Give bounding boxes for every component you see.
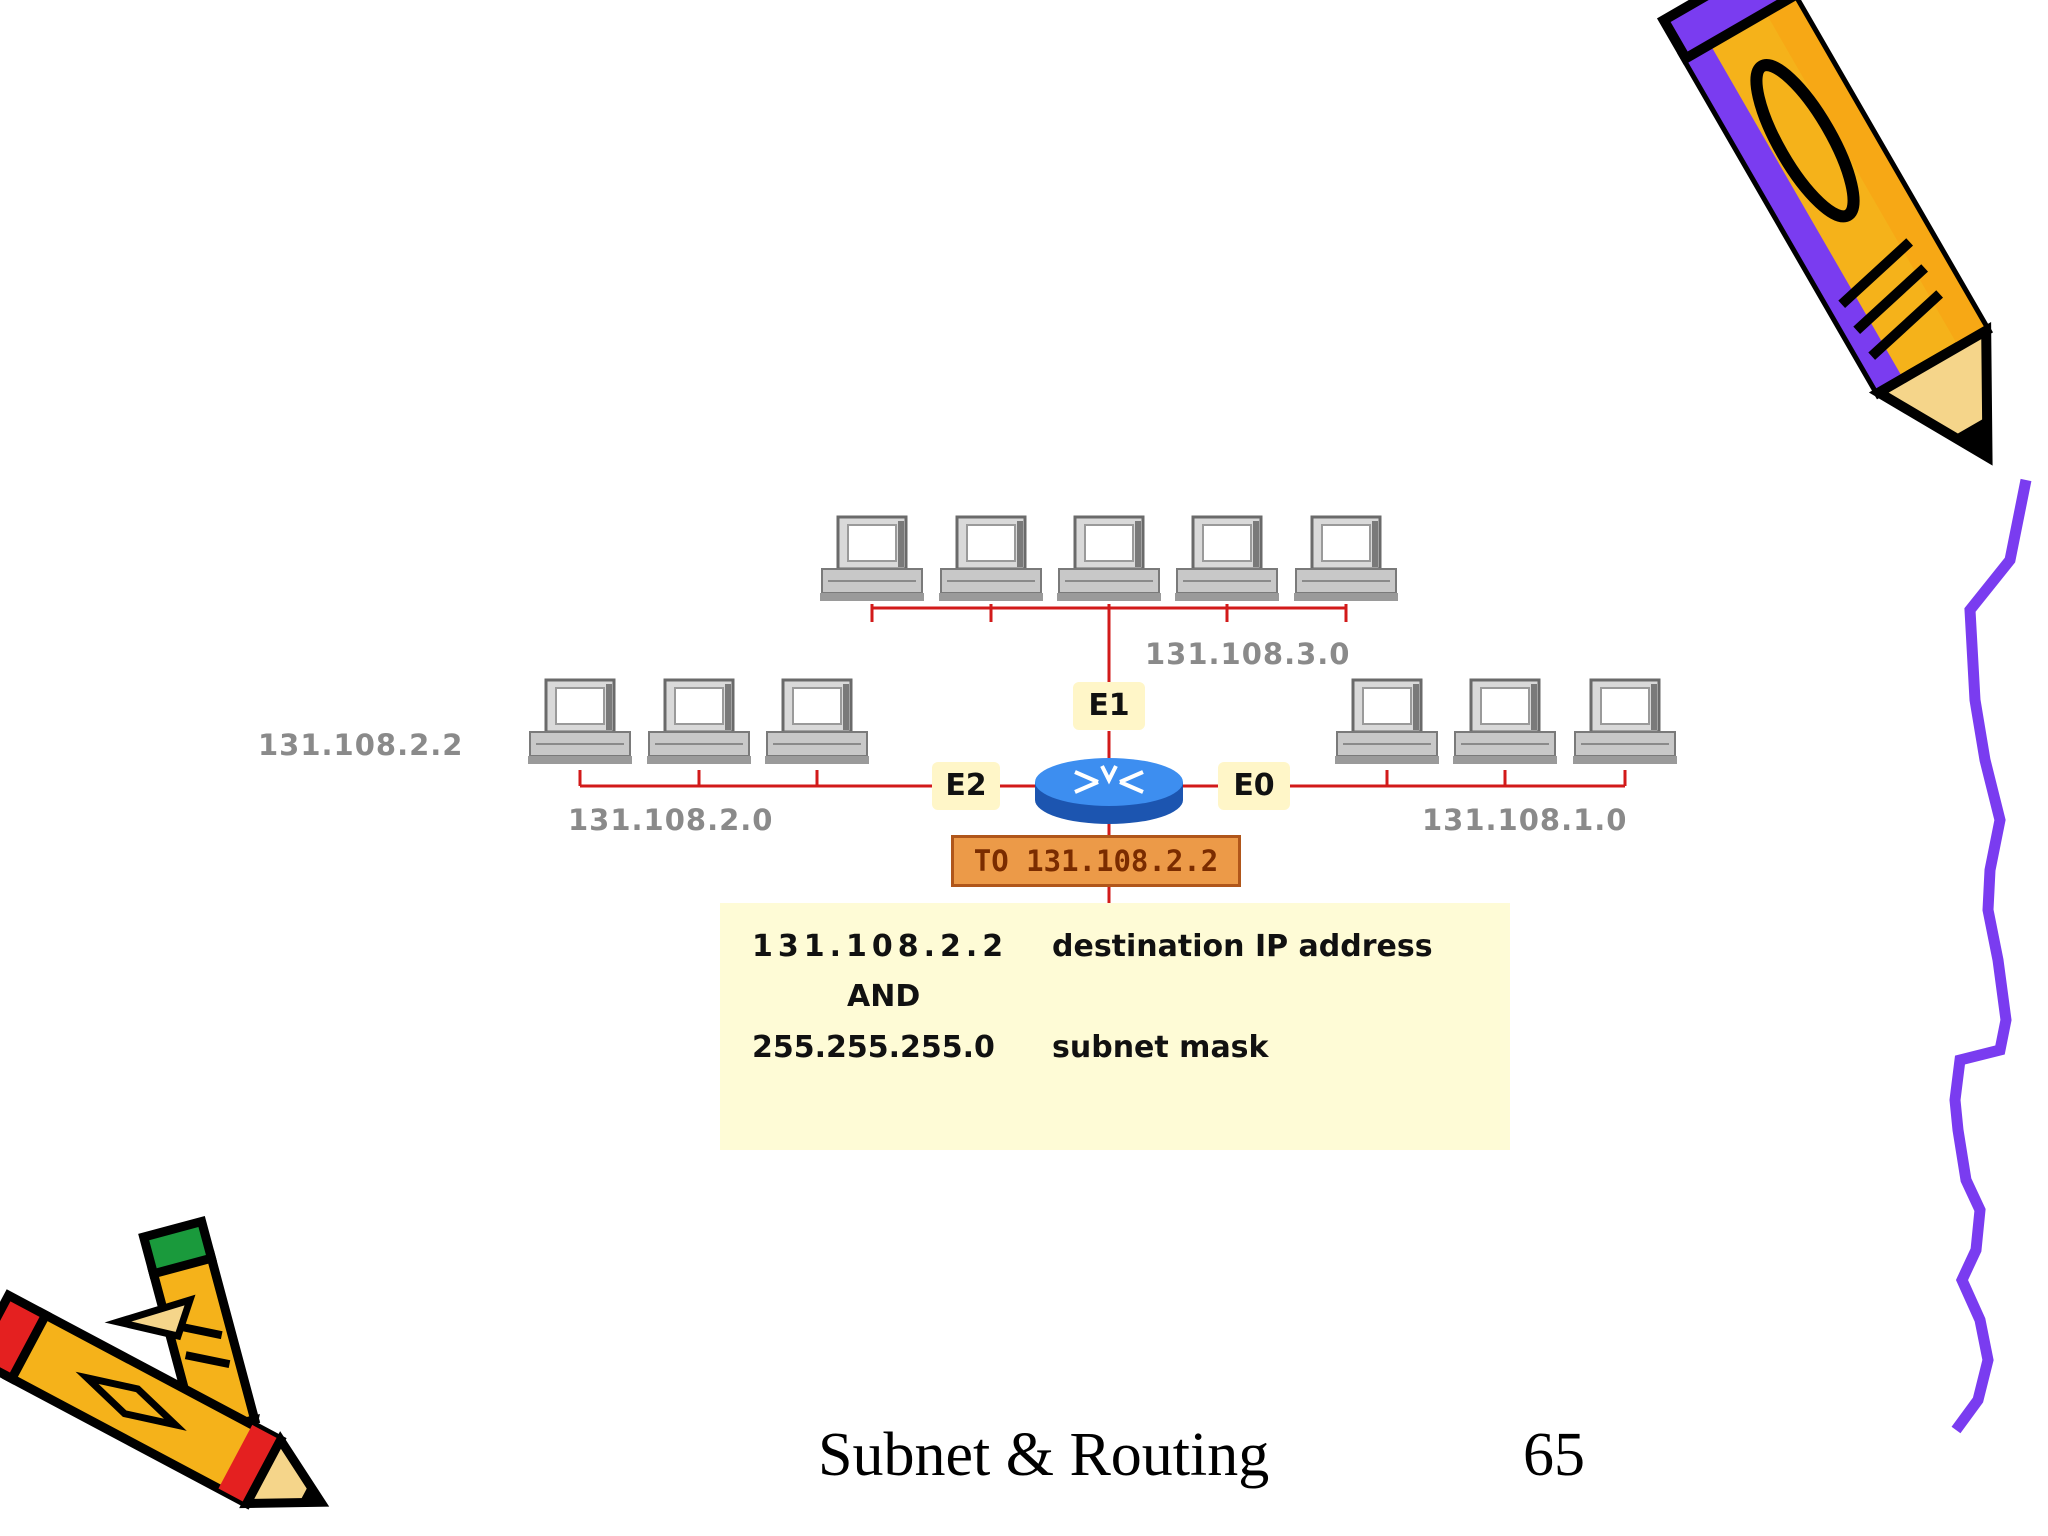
host-address-label: 131.108.2.2 <box>258 728 464 762</box>
computer-icon <box>528 678 632 764</box>
computer-icon <box>647 678 751 764</box>
right-network-label: 131.108.1.0 <box>1422 803 1628 837</box>
slide-number: 65 <box>1523 1421 1585 1489</box>
port-e0: E0 <box>1218 762 1290 810</box>
computer-icon <box>939 515 1043 601</box>
calculation-box <box>720 903 1510 1150</box>
computer-icon <box>1057 515 1161 601</box>
computer-icon <box>1573 678 1677 764</box>
slide-title: Subnet & Routing <box>818 1421 1270 1489</box>
calc-mask: 255.255.255.0 <box>752 1030 995 1065</box>
port-e1: E1 <box>1073 682 1145 730</box>
computer-icon <box>1175 515 1279 601</box>
computer-icon <box>820 515 924 601</box>
port-e2: E2 <box>932 762 1000 810</box>
computer-icon <box>1294 515 1398 601</box>
calc-mask-desc: subnet mask <box>1052 1030 1269 1065</box>
calc-ip-desc: destination IP address <box>1052 929 1433 964</box>
packet-destination-box: TO 131.108.2.2 <box>951 835 1241 887</box>
calc-operator: AND <box>847 979 921 1014</box>
left-network-label: 131.108.2.0 <box>568 803 774 837</box>
computer-icon <box>1335 678 1439 764</box>
top-network-label: 131.108.3.0 <box>1145 637 1351 671</box>
calc-ip: 131.108.2.2 <box>752 929 1009 964</box>
computer-icon <box>765 678 869 764</box>
computer-icon <box>1453 678 1557 764</box>
